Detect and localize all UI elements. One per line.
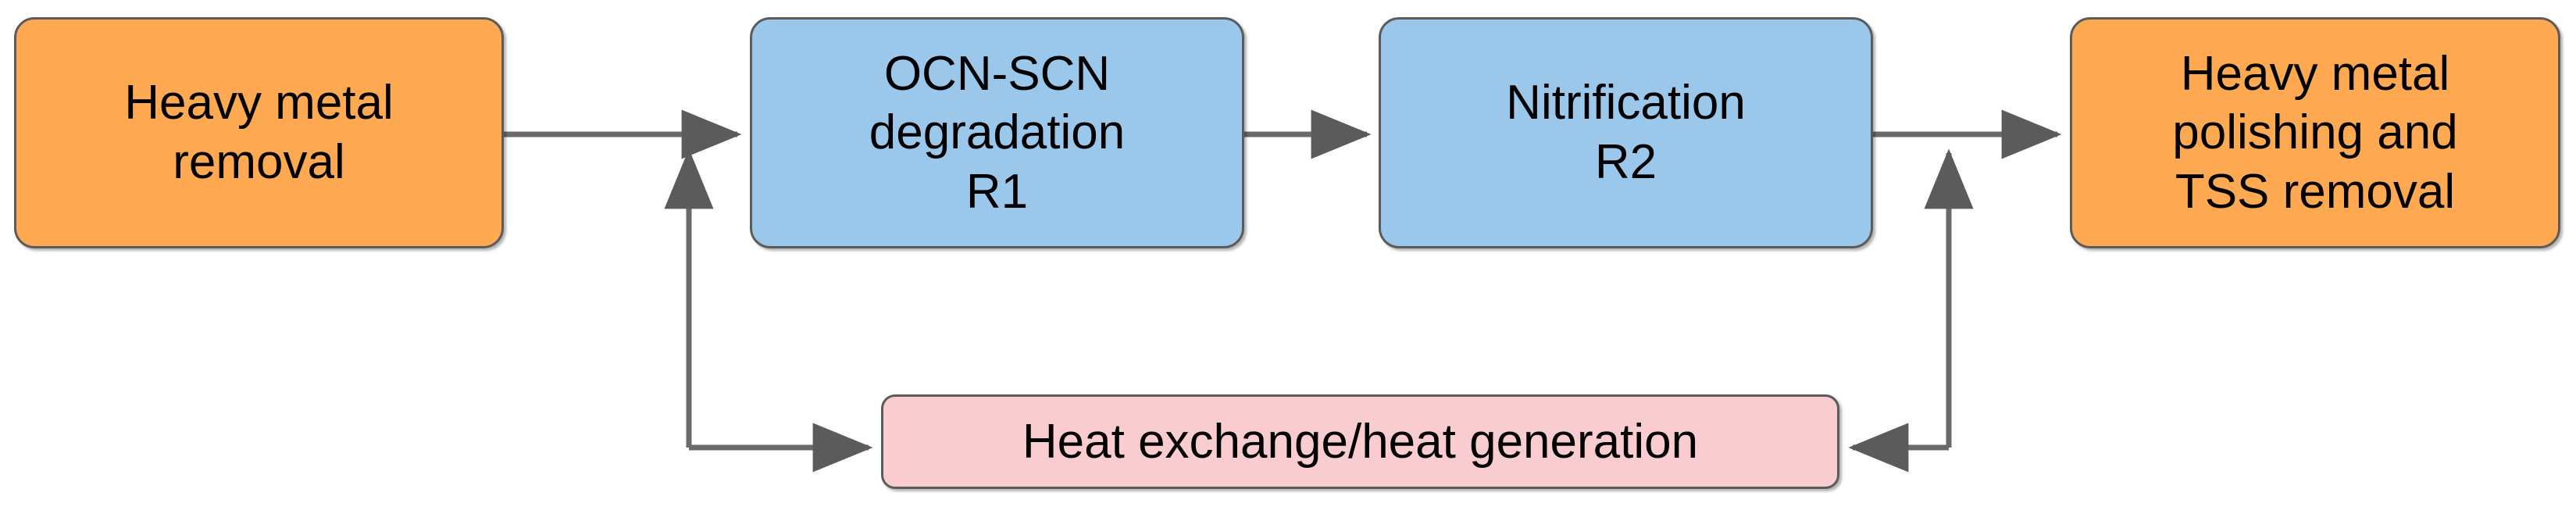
node-ocn-scn-degradation[interactable]: OCN-SCN degradation R1 [750,17,1244,248]
node-ocn-scn-degradation-label: OCN-SCN degradation R1 [869,46,1126,219]
node-nitrification[interactable]: Nitrification R2 [1379,17,1873,248]
node-heavy-metal-polishing[interactable]: Heavy metal polishing and TSS removal [2070,17,2560,248]
node-heavy-metal-polishing-label: Heavy metal polishing and TSS removal [2172,46,2458,219]
node-heavy-metal-removal[interactable]: Heavy metal removal [14,17,504,248]
node-nitrification-label: Nitrification R2 [1506,76,1746,189]
node-heavy-metal-removal-label: Heavy metal removal [124,76,394,189]
node-heat-exchange-label: Heat exchange/heat generation [1022,414,1699,469]
node-heat-exchange[interactable]: Heat exchange/heat generation [881,394,1839,489]
